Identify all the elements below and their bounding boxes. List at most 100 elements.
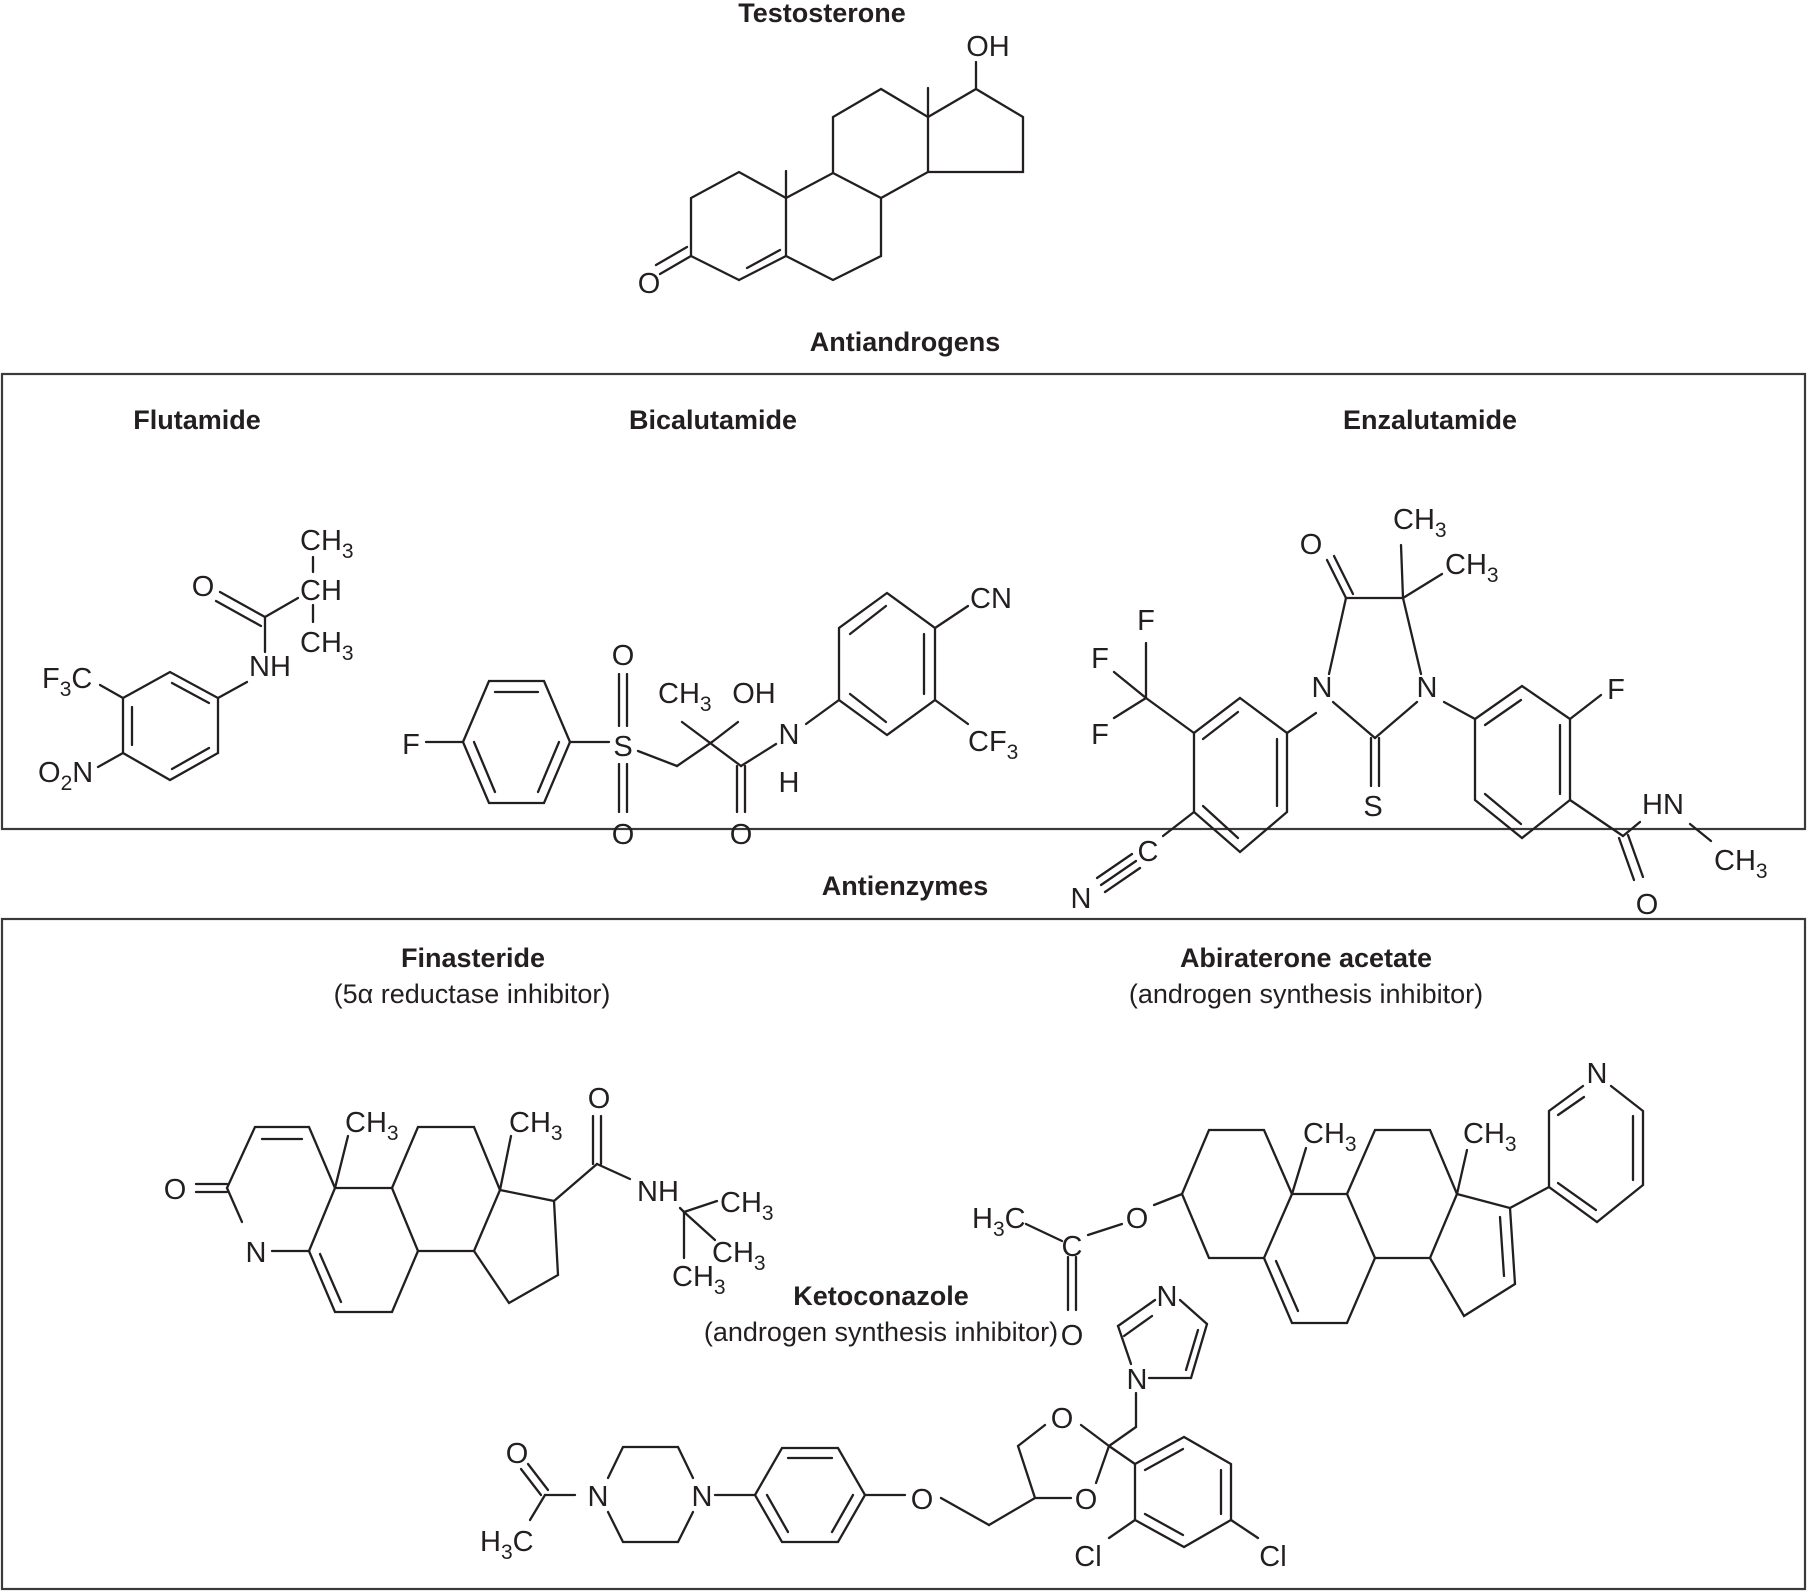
atom-label: N: [1157, 1281, 1178, 1313]
atom-label-part: C: [1005, 1203, 1026, 1235]
atom-label: O2N: [38, 757, 93, 795]
atom-label: O: [730, 819, 753, 851]
triple-bond: [1099, 859, 1138, 887]
ketoconazole-title: Ketoconazole: [793, 1281, 969, 1311]
abiraterone-subtitle: (androgen synthesis inhibitor): [1129, 979, 1483, 1009]
triple-bond: [1095, 852, 1134, 880]
double-bond: [214, 599, 263, 628]
bond: [1373, 700, 1419, 740]
double-bond: [1626, 833, 1645, 879]
triple-bond: [1103, 866, 1142, 894]
subscript: 3: [700, 693, 712, 716]
bond: [606, 1445, 695, 1480]
bond: [216, 680, 249, 700]
bond: [933, 604, 970, 630]
atom-label: CH3: [1445, 549, 1499, 587]
bond: [1161, 810, 1196, 838]
bond: [1262, 1192, 1377, 1325]
bond: [1112, 696, 1148, 720]
subscript: 3: [551, 1122, 563, 1145]
atom-label: O: [612, 640, 635, 672]
atom-label: OH: [732, 678, 776, 710]
methyl-bond: [1455, 1148, 1469, 1196]
double-bond-inner: [318, 1252, 343, 1304]
bond: [1116, 1298, 1157, 1328]
subscript: 3: [1487, 564, 1499, 587]
atom-label: CH3: [345, 1107, 399, 1145]
atom-label: CH3: [658, 678, 712, 716]
enzalutamide-structure: Enzalutamide F F: [1071, 405, 1768, 921]
testosterone-bonds: [654, 60, 1025, 282]
atom-label-part: CH: [1303, 1118, 1345, 1150]
bond: [1568, 798, 1625, 838]
atom-label: Cl: [1259, 1541, 1286, 1573]
cyclohexane-ring: [1180, 1128, 1294, 1260]
bond: [1442, 700, 1477, 721]
atom-label: CF3: [968, 726, 1018, 764]
bond: [552, 1162, 599, 1203]
bond: [804, 698, 841, 726]
bond: [1094, 1444, 1111, 1485]
atom-label-part: CF: [968, 726, 1007, 758]
methyl-bond: [333, 1134, 350, 1190]
bond: [1327, 596, 1348, 676]
bond: [784, 171, 883, 282]
bond: [263, 596, 300, 619]
bond: [1401, 572, 1444, 600]
benzene-ring: [1133, 1435, 1233, 1549]
subscript: 2: [61, 772, 73, 795]
methyl-bond: [1290, 1146, 1308, 1196]
double-bond: [1617, 836, 1636, 882]
atom-label: O: [1636, 889, 1659, 921]
bond: [96, 751, 125, 769]
double-bond-inner: [848, 692, 888, 724]
bond: [528, 1493, 547, 1522]
atom-label: H3C: [480, 1526, 534, 1564]
bond: [1345, 1128, 1459, 1260]
subscript: 3: [1505, 1133, 1517, 1156]
antiandrogens-box: [0, 372, 1807, 831]
bond: [1086, 1222, 1124, 1237]
atom-label: O: [638, 268, 661, 300]
atom-label: F: [1607, 674, 1625, 706]
benzene-ring: [753, 1446, 867, 1544]
atom-label: N: [1417, 672, 1438, 704]
bond: [1024, 1222, 1064, 1243]
bond: [390, 1125, 502, 1253]
abiraterone-title: Abiraterone acetate: [1180, 943, 1432, 973]
atom-label-part: CH: [300, 525, 342, 557]
subscript: 3: [1345, 1133, 1357, 1156]
atom-label-part: O: [38, 757, 61, 789]
atom-label: O: [164, 1174, 187, 1206]
flutamide-title: Flutamide: [133, 405, 261, 435]
atom-label-part: CH: [1393, 504, 1435, 536]
atom-label: NH: [637, 1176, 679, 1208]
subscript: 3: [993, 1218, 1005, 1241]
subscript: 3: [754, 1252, 766, 1275]
atom-label-part: CH: [720, 1187, 762, 1219]
atom-label: N: [1071, 883, 1092, 915]
double-bond-inner: [848, 604, 888, 636]
double-bond-inner: [1498, 1215, 1506, 1278]
atom-label: S: [613, 731, 632, 763]
double-bond-inner: [830, 1493, 855, 1534]
bond: [307, 1186, 420, 1314]
atom-label: H: [779, 767, 800, 799]
atom-label: CH3: [1393, 504, 1447, 542]
atom-label: F: [402, 729, 420, 761]
double-bond-inner: [1201, 804, 1240, 840]
atom-label: C: [1138, 836, 1159, 868]
atom-label: CH3: [712, 1237, 766, 1275]
atom-label-part: C: [513, 1526, 534, 1558]
bond: [987, 1496, 1037, 1527]
double-bond-inner: [1143, 1512, 1185, 1537]
bond: [680, 720, 743, 768]
bond: [689, 254, 741, 282]
bond: [1229, 1518, 1260, 1540]
atom-label: CH3: [1303, 1118, 1357, 1156]
bond: [1079, 1423, 1111, 1448]
atom-label-part: H: [480, 1526, 501, 1558]
atom-label: OH: [966, 31, 1010, 63]
atom-label-part: F: [42, 663, 60, 695]
bond: [595, 1162, 632, 1181]
